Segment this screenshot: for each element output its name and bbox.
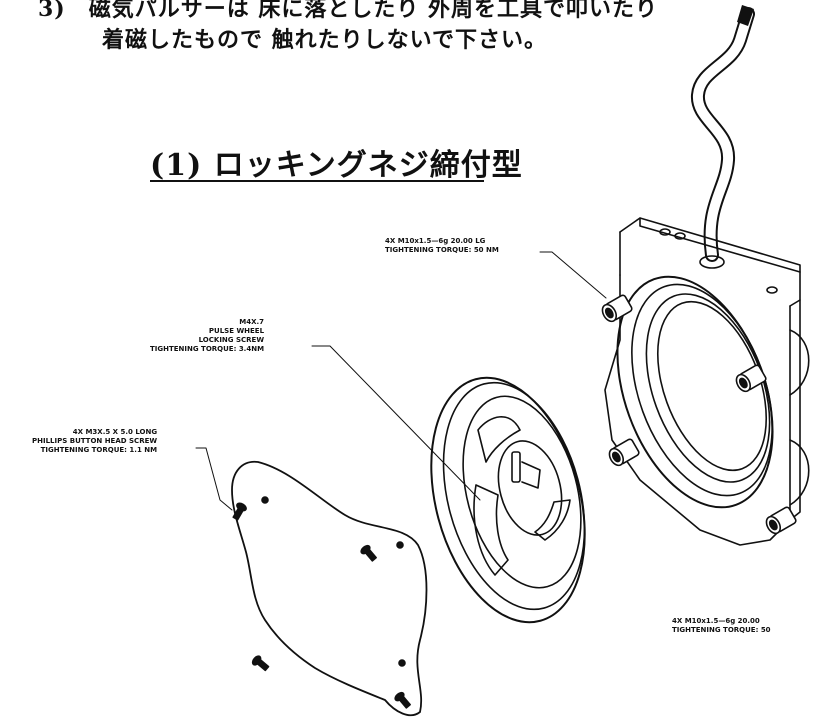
- callout-wheel-screw-line-4: TIGHTENING TORQUE: 3.4NM: [150, 345, 265, 353]
- cover-screws: [232, 502, 411, 709]
- callout-wheel-screw-line-3: LOCKING SCREW: [198, 336, 265, 344]
- sensor-housing: [604, 217, 810, 546]
- sensor-cable: [691, 5, 755, 262]
- callout-cover-screws-line-3: TIGHTENING TORQUE: 1.1 NM: [40, 446, 158, 454]
- caution-note-line-2: 着磁したもので 触れたりしないで下さい。: [102, 27, 548, 53]
- housing-bolts: [601, 294, 797, 535]
- callout-cover-screws-line-2: PHILLIPS BUTTON HEAD SCREW: [32, 437, 158, 445]
- callout-sensor-bolts-line-2: TIGHTENING TORQUE: 50 NM: [385, 246, 499, 254]
- callout-wheel-screw-line-1: M4X.7: [239, 318, 265, 326]
- cover-plate: [231, 460, 428, 717]
- pulse-wheel: [430, 376, 586, 624]
- callout-cover-screws: 4X M3X.5 X 5.0 LONG PHILLIPS BUTTON HEAD…: [32, 428, 157, 455]
- callout-sensor-bolts: 4X M10x1.5—6g 20.00 LG TIGHTENING TORQUE…: [385, 237, 499, 255]
- callout-sensor-bolts-line-1: 4X M10x1.5—6g 20.00 LG: [385, 237, 486, 245]
- callout-bottom-bolts-line-1: 4X M10x1.5—6g 20.00: [672, 617, 760, 625]
- callout-wheel-screw-line-2: PULSE WHEEL: [208, 327, 265, 335]
- callout-bottom-bolts-line-2: TIGHTENING TORQUE: 50: [672, 626, 771, 634]
- caution-note-line-1: 3) 磁気パルサーは 床に落としたり 外周を工具で叩いたり: [38, 0, 659, 22]
- heading-underline: [150, 180, 484, 182]
- callout-cover-screws-line-1: 4X M3X.5 X 5.0 LONG: [72, 428, 158, 436]
- callout-bottom-bolts: 4X M10x1.5—6g 20.00 TIGHTENING TORQUE: 5…: [672, 617, 771, 635]
- section-heading: (1) ロッキングネジ締付型: [150, 148, 523, 183]
- leader-lines: [195, 251, 607, 511]
- callout-wheel-screw: M4X.7 PULSE WHEEL LOCKING SCREW TIGHTENI…: [150, 318, 264, 354]
